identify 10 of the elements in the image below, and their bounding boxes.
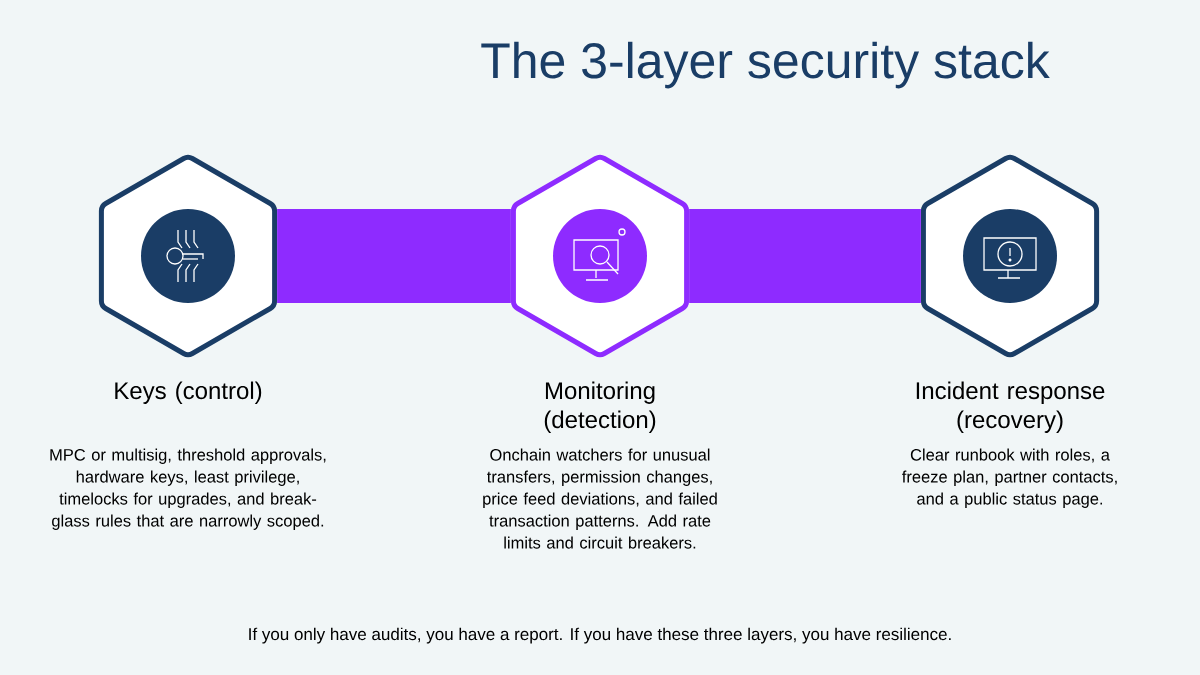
title: The 3-layer security stack	[481, 41, 1050, 89]
caption: If you only have audits, you have a report. If you have these three layers, you have resilience.	[249, 627, 951, 644]
connector-band	[277, 209, 511, 303]
layer-heading: Monitoring (detection)	[544, 381, 656, 433]
layer-heading: Incident response (recovery)	[916, 381, 1105, 433]
layer-heading: Keys (control)	[115, 381, 262, 404]
layer-description: MPC or multisig, threshold approvals, hardware keys, least privilege, timelocks for upgrades, and break-glass rules that are narrowly scoped.	[50, 448, 326, 530]
connector-band	[689, 209, 921, 303]
layer-description: Onchain watchers for unusual transfers, permission changes, price feed deviations, and failed transaction patterns. Add rate limits and circuit breakers.	[483, 448, 717, 549]
layer-description: Clear runbook with roles, a freeze plan, partner contacts, and a public status page.	[902, 448, 1117, 508]
